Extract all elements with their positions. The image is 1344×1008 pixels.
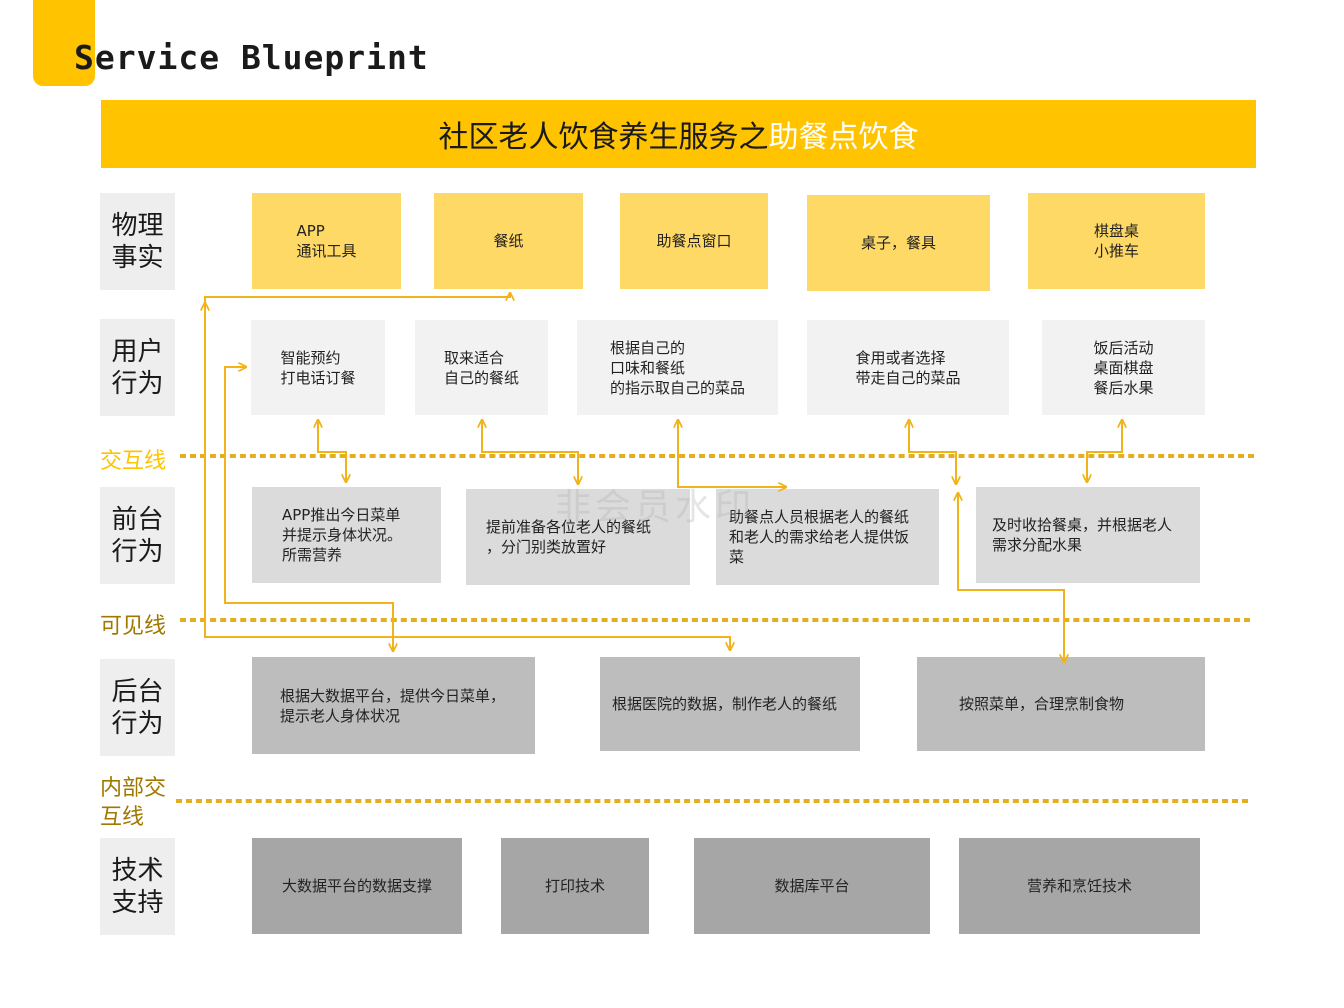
banner-title-part1: 社区老人饮食养生服务之 xyxy=(438,120,769,155)
physical-item-table: 桌子，餐具 xyxy=(807,195,990,291)
visibility-line-label: 可见线 xyxy=(100,614,167,639)
banner-title-part2: 助餐点饮食 xyxy=(768,120,919,155)
tech-item-nutrition: 营养和烹饪技术 xyxy=(959,838,1200,934)
connector-cook-front xyxy=(958,493,1064,662)
connector-app-loop xyxy=(204,293,730,650)
connector-eat-front xyxy=(909,420,956,484)
physical-item-chess: 棋盘桌 小推车 xyxy=(1028,193,1205,289)
physical-item-app: APP 通讯工具 xyxy=(252,193,401,289)
user-action-eat: 食用或者选择 带走自己的菜品 xyxy=(807,320,1009,415)
tech-item-database: 数据库平台 xyxy=(694,838,930,934)
internal-line-label: 内部交互线 xyxy=(100,776,167,830)
connector-activities-front xyxy=(1087,420,1122,482)
row-label-back: 后台行为 xyxy=(100,659,175,756)
row-label-tech: 技术支持 xyxy=(100,838,175,935)
interaction-line-label: 交互线 xyxy=(100,449,167,474)
row-label-physical: 物理事实 xyxy=(100,193,175,290)
connector-reserve-front xyxy=(318,420,346,482)
connector-ticket-front xyxy=(482,420,578,484)
logo-block xyxy=(33,0,95,86)
physical-item-window: 助餐点窗口 xyxy=(620,193,768,289)
tech-item-big-data: 大数据平台的数据支撑 xyxy=(252,838,462,934)
front-action-serve: 助餐点人员根据老人的餐纸 和老人的需求给老人提供饭 菜 xyxy=(716,489,939,585)
back-action-big-data: 根据大数据平台，提供今日菜单， 提示老人身体状况 xyxy=(252,657,535,754)
connector-reserve-loop xyxy=(224,367,393,651)
user-action-activities: 饭后活动 桌面棋盘 餐后水果 xyxy=(1042,320,1205,415)
page-title: Service Blueprint xyxy=(74,38,429,77)
row-label-user: 用户行为 xyxy=(100,319,175,416)
internal-interaction-line xyxy=(176,799,1248,803)
back-action-hospital-data: 根据医院的数据，制作老人的餐纸 xyxy=(600,657,860,751)
title-banner: 社区老人饮食养生服务之助餐点饮食 xyxy=(101,100,1256,168)
tech-item-printing: 打印技术 xyxy=(501,838,649,934)
connector-dishes-front xyxy=(678,420,786,487)
back-action-cook: 按照菜单，合理烹制食物 xyxy=(917,657,1205,751)
physical-item-meal-ticket: 餐纸 xyxy=(434,193,583,289)
row-label-front: 前台行为 xyxy=(100,487,175,584)
